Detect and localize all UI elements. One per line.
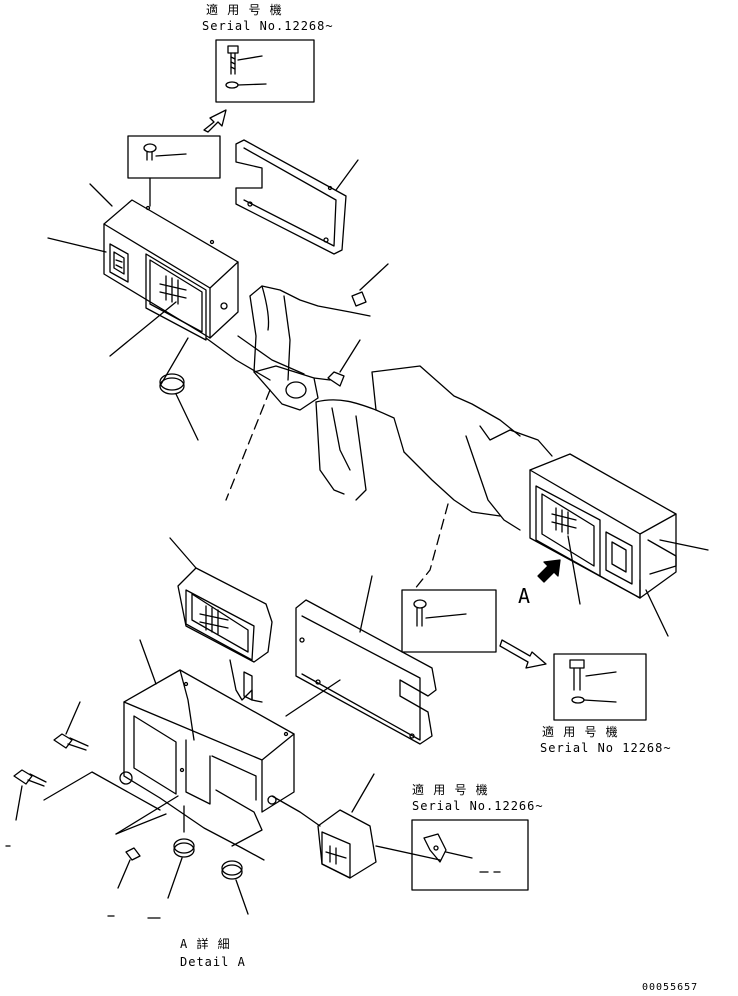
- detail-title-en: Detail A: [180, 955, 246, 969]
- clip-serial-box: [411, 819, 529, 891]
- lamp-housing-left: [47, 183, 239, 387]
- rear-lamp: [267, 773, 441, 879]
- up-arrow: [203, 109, 227, 133]
- work-lamp: [169, 537, 273, 703]
- mid-note-serial: Serial No.12266~: [412, 799, 544, 813]
- view-arrow-a: [537, 559, 561, 583]
- top-note-serial: Serial No.12268~: [202, 19, 334, 33]
- dashed-arrow-right: [499, 639, 547, 669]
- document-number: 00055657: [642, 982, 699, 993]
- top-note-jp: 適 用 号 機: [206, 3, 283, 17]
- gasket-lower: [285, 575, 437, 745]
- view-letter: A: [518, 584, 532, 608]
- gasket-top: [235, 139, 359, 255]
- bolts-lower: [13, 701, 249, 915]
- mid-note-jp: 適 用 号 機: [412, 783, 489, 797]
- lamp-bracket: [115, 639, 295, 861]
- detail-title-jp: A 詳 細: [180, 937, 231, 951]
- lamp-housing-right: [529, 453, 709, 637]
- right-note-serial: Serial No 12268~: [540, 741, 672, 755]
- screw-box: [127, 135, 221, 207]
- frame-body: [205, 285, 553, 591]
- right-serial-box: [553, 653, 647, 721]
- mid-screw-box: [401, 589, 497, 653]
- right-note-jp: 適 用 号 機: [542, 725, 619, 739]
- top-serial-box: [215, 39, 315, 103]
